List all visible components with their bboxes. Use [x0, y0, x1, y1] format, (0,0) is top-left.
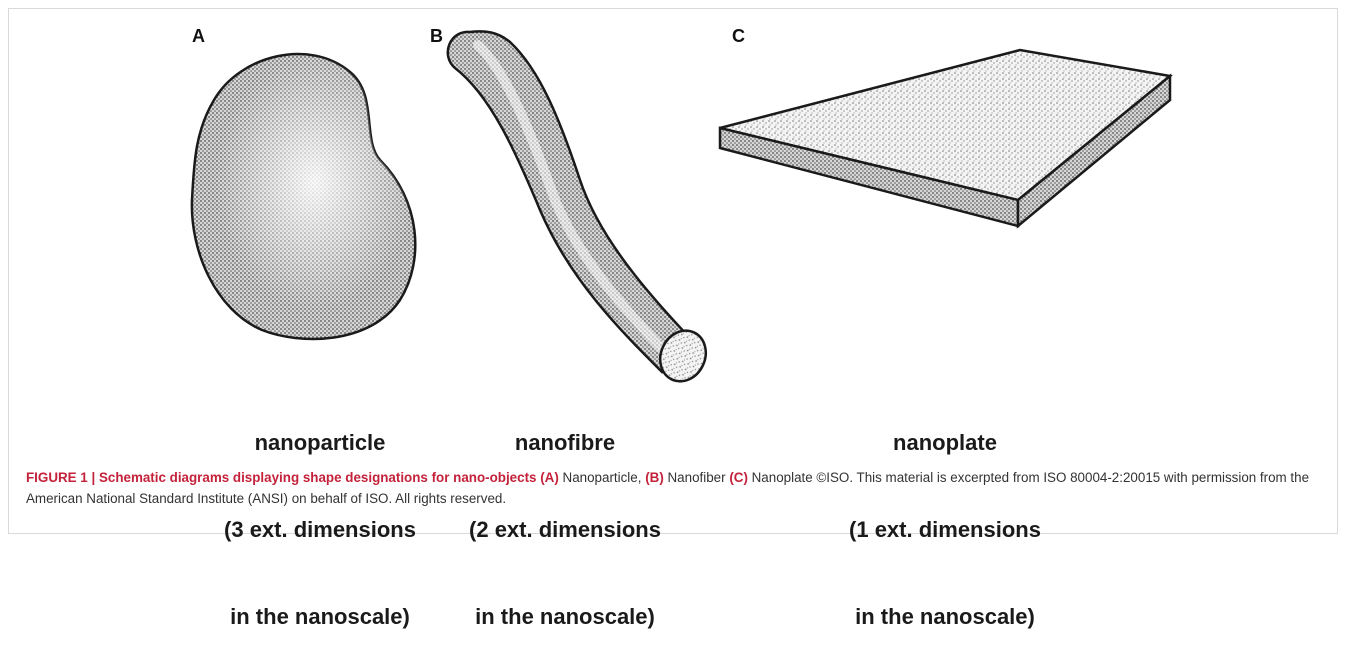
nanoplate-caption-line-3: in the nanoscale) [830, 602, 1060, 631]
nanoparticle-caption-line-2: (3 ext. dimensions [205, 515, 435, 544]
nanoplate-caption: nanoplate (1 ext. dimensions in the nano… [830, 370, 1060, 660]
panel-label-b: B [430, 26, 443, 47]
nanoplate-shape [720, 50, 1170, 226]
nanoplate-caption-line-1: nanoplate [830, 428, 1060, 457]
nanoparticle-caption-line-3: in the nanoscale) [205, 602, 435, 631]
nanoparticle-shape [192, 54, 415, 339]
nanoparticle-caption: nanoparticle (3 ext. dimensions in the n… [205, 370, 435, 660]
nanofibre-shape [448, 31, 714, 389]
nanofibre-caption: nanofibre (2 ext. dimensions in the nano… [450, 370, 680, 660]
nanoplate-caption-line-2: (1 ext. dimensions [830, 515, 1060, 544]
figure-caption-ref-a: (A) [540, 470, 559, 485]
nanofibre-caption-line-1: nanofibre [450, 428, 680, 457]
nanoparticle-caption-line-1: nanoparticle [205, 428, 435, 457]
figure-caption-ref-b: (B) [645, 470, 664, 485]
figure-caption-ref-c: (C) [729, 470, 748, 485]
panel-label-a: A [192, 26, 205, 47]
figure-caption-text-b: Nanofiber [668, 470, 726, 485]
nanofibre-caption-line-3: in the nanoscale) [450, 602, 680, 631]
nanofibre-caption-line-2: (2 ext. dimensions [450, 515, 680, 544]
panel-label-c: C [732, 26, 745, 47]
figure-caption: FIGURE 1 | Schematic diagrams displaying… [26, 467, 1326, 509]
figure-caption-label: FIGURE 1 | Schematic diagrams displaying… [26, 470, 536, 485]
figure-caption-text-a: Nanoparticle, [563, 470, 642, 485]
